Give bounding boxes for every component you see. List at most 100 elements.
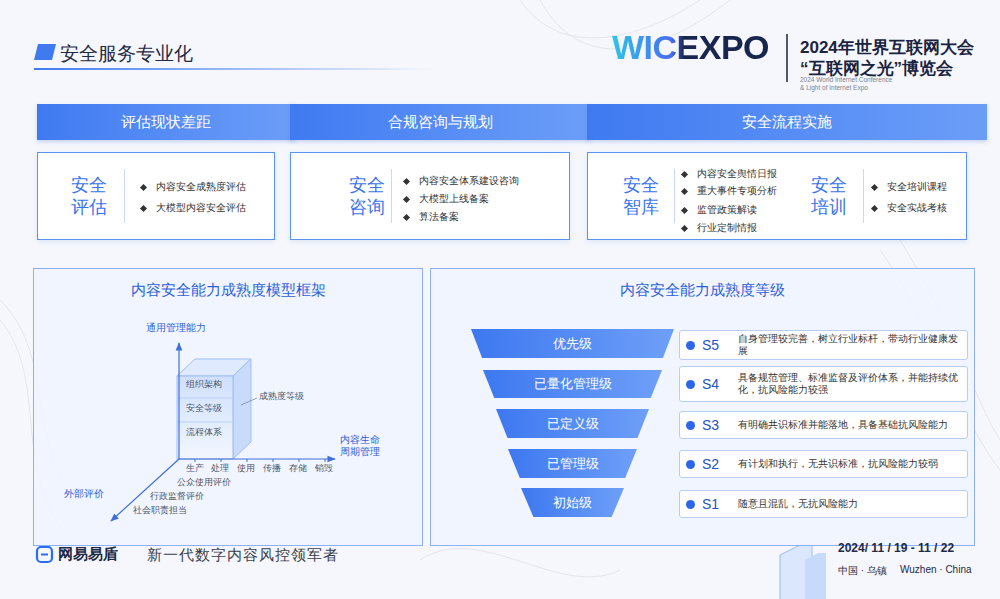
brand-icon bbox=[37, 547, 52, 562]
title-icon bbox=[34, 44, 56, 60]
bullet-diamond bbox=[140, 204, 147, 211]
bullet-diamond bbox=[681, 187, 688, 194]
axis-line bbox=[179, 458, 335, 459]
level-dot bbox=[686, 380, 695, 389]
tick-label: 社会职责担当 bbox=[133, 505, 187, 517]
cube-label: 安全等级 bbox=[186, 403, 222, 415]
service-item: 大模型内容安全评估 bbox=[156, 202, 246, 214]
bullet-diamond bbox=[140, 183, 147, 190]
level-code: S1 bbox=[702, 496, 732, 512]
service-item: 安全培训课程 bbox=[887, 181, 947, 193]
section-header: 合规咨询与规划 bbox=[290, 104, 590, 140]
bullet-diamond bbox=[403, 213, 410, 220]
axis-tick bbox=[195, 459, 196, 462]
service-name: 安全智库 bbox=[623, 175, 659, 218]
event-name: 2024年世界互联网大会 bbox=[800, 36, 974, 59]
level-description: 随意且混乱，无抗风险能力 bbox=[738, 498, 960, 510]
level-row: S4 具备规范管理、标准监督及评价体系，并能持续优化，抗风险能力较强 bbox=[679, 366, 968, 402]
axis-tick bbox=[325, 459, 326, 462]
framework-panel: 内容安全能力成熟度模型框架 bbox=[33, 268, 423, 546]
slogan: 新一代数字内容风控领军者 bbox=[147, 546, 339, 565]
panel-title: 内容安全能力成熟度等级 bbox=[431, 281, 974, 300]
cube-layer-line bbox=[177, 398, 233, 399]
event-date: 2024/ 11 / 19 - 11 / 22 bbox=[838, 541, 954, 555]
bullet-diamond bbox=[681, 170, 688, 177]
service-box: 安全评估内容安全成熟度评估大模型内容安全评估 bbox=[37, 152, 275, 240]
tick-label: 生产 bbox=[186, 463, 204, 475]
level-code: S2 bbox=[702, 456, 732, 472]
maturity-model-illustration bbox=[34, 269, 417, 547]
bullet-diamond bbox=[403, 177, 410, 184]
cube-label: 流程体系 bbox=[186, 427, 222, 439]
level-dot bbox=[686, 341, 695, 350]
level-dot bbox=[686, 421, 695, 430]
bullet-diamond bbox=[681, 224, 688, 231]
event-name-en: 2024 World Internet Conference bbox=[800, 76, 892, 83]
level-description: 有明确共识标准并能落地，具备基础抗风险能力 bbox=[738, 419, 960, 431]
cube-layer-line bbox=[177, 422, 233, 423]
service-item: 内容安全体系建设咨询 bbox=[419, 175, 519, 187]
header-text: 评估现状差距 bbox=[121, 113, 211, 132]
service-item: 重大事件专项分析 bbox=[697, 185, 777, 197]
cube-label: 成熟度等级 bbox=[259, 391, 304, 403]
axis-tick bbox=[273, 459, 274, 462]
page-title: 安全服务专业化 bbox=[60, 41, 193, 67]
level-name: 优先级 bbox=[553, 335, 592, 353]
tick-label: 行政监督评价 bbox=[150, 491, 204, 503]
funnel-band: 已管理级 bbox=[508, 449, 637, 478]
axis-line bbox=[178, 343, 179, 459]
cube-label: 组织架构 bbox=[186, 379, 222, 391]
level-dot bbox=[686, 460, 695, 469]
axis-label: 外部评价 bbox=[64, 488, 104, 500]
tick-label: 销毁 bbox=[315, 463, 333, 475]
level-code: S4 bbox=[702, 376, 732, 392]
event-place: Wuzhen · China bbox=[900, 564, 972, 575]
service-item: 行业定制情报 bbox=[697, 222, 757, 234]
funnel-band: 已定义级 bbox=[496, 409, 649, 438]
service-name: 安全培训 bbox=[811, 175, 847, 218]
service-name: 安全评估 bbox=[71, 175, 107, 218]
section-header: 评估现状差距 bbox=[37, 104, 295, 140]
funnel-band: 初始级 bbox=[521, 488, 624, 517]
expo-mark bbox=[805, 553, 826, 599]
level-description: 具备规范管理、标准监督及评价体系，并能持续优化，抗风险能力较强 bbox=[738, 372, 960, 396]
level-row: S3 有明确共识标准并能落地，具备基础抗风险能力 bbox=[679, 411, 968, 439]
divider bbox=[124, 169, 125, 223]
event-name-en: & Light of Internet Expo bbox=[800, 84, 868, 91]
bullet-diamond bbox=[871, 183, 878, 190]
cube-front bbox=[177, 376, 233, 459]
bullet-diamond bbox=[681, 206, 688, 213]
level-dot bbox=[686, 500, 695, 509]
level-name: 已量化管理级 bbox=[534, 375, 612, 393]
panel-title: 内容安全能力成熟度模型框架 bbox=[34, 281, 422, 300]
level-panel: 内容安全能力成熟度等级优先级已量化管理级已定义级已管理级初始级 S5 自身管理较完善… bbox=[430, 268, 975, 546]
tick-label: 存储 bbox=[289, 463, 307, 475]
brand-name: 网易易盾 bbox=[58, 545, 118, 564]
level-name: 初始级 bbox=[553, 494, 592, 512]
leader-line bbox=[241, 398, 257, 405]
axis-tick bbox=[221, 459, 222, 462]
tick-label: 处理 bbox=[211, 463, 229, 475]
level-name: 已定义级 bbox=[547, 415, 599, 433]
service-item: 算法备案 bbox=[419, 211, 459, 223]
axis-tick bbox=[247, 459, 248, 462]
event-place: 中国 · 乌镇 bbox=[838, 564, 887, 578]
service-box: 安全咨询内容安全体系建设咨询大模型上线备案算法备案 bbox=[290, 152, 570, 240]
section-header: 安全流程实施 bbox=[587, 104, 987, 140]
tick-label: 公众使用评价 bbox=[177, 477, 231, 489]
level-description: 自身管理较完善，树立行业标杆，带动行业健康发展 bbox=[738, 333, 960, 357]
axis-label: 通用管理能力 bbox=[146, 322, 206, 334]
level-description: 有计划和执行，无共识标准，抗风险能力较弱 bbox=[738, 458, 960, 470]
header-text: 安全流程实施 bbox=[742, 113, 832, 132]
service-item: 安全实战考核 bbox=[887, 202, 947, 214]
service-box: 安全智库内容安全舆情日报重大事件专项分析监管政策解读行业定制情报安全培训安全培训… bbox=[587, 152, 967, 240]
level-code: S5 bbox=[702, 337, 732, 353]
tick-label: 使用 bbox=[237, 463, 255, 475]
funnel-band: 已量化管理级 bbox=[483, 370, 662, 398]
bullet-diamond bbox=[403, 195, 410, 202]
cube-side bbox=[233, 359, 251, 459]
level-code: S3 bbox=[702, 417, 732, 433]
axis-tick bbox=[299, 459, 300, 462]
background-swirl bbox=[0, 0, 1000, 577]
level-row: S2 有计划和执行，无共识标准，抗风险能力较弱 bbox=[679, 450, 968, 478]
